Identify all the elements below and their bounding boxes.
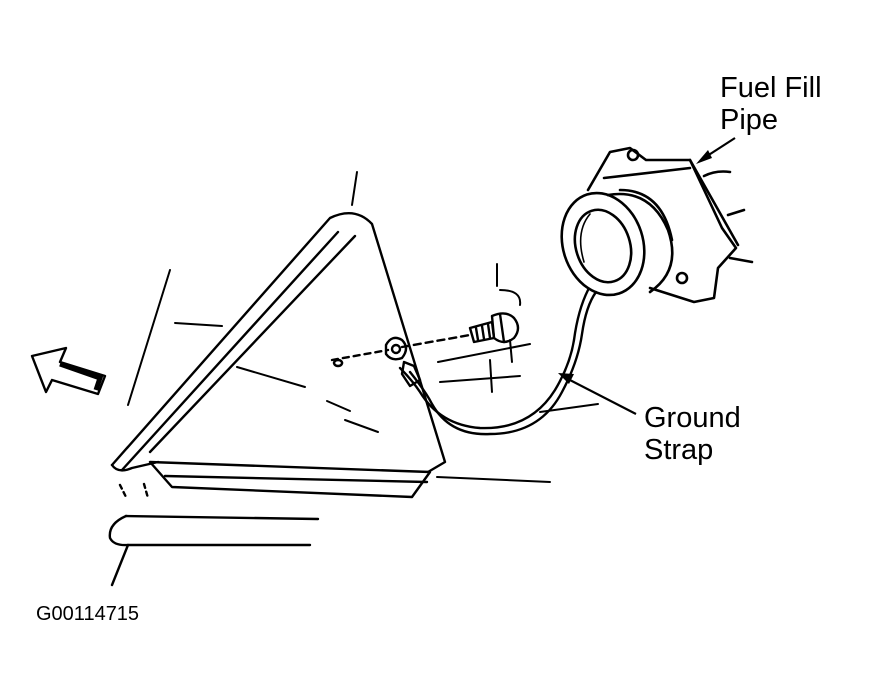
triangular-panel <box>110 212 447 499</box>
ground-bolt <box>384 312 520 361</box>
callout-fuel-fill-pipe: Fuel Fill Pipe <box>720 72 822 136</box>
callout-fuel-fill-pipe-line-1: Fuel Fill <box>720 72 822 104</box>
fuel-fill-pipe <box>560 146 754 304</box>
forward-arrow-icon <box>30 346 107 396</box>
callout-ground-strap-line-1: Ground <box>644 402 741 434</box>
figure-id: G00114715 <box>36 603 140 625</box>
callout-ground-strap: Ground Strap <box>644 402 741 466</box>
leader-lines <box>558 137 736 415</box>
callout-ground-strap-line-2: Strap <box>644 434 714 466</box>
callout-fuel-fill-pipe-line-2: Pipe <box>720 104 779 136</box>
body-panel-lines <box>127 171 599 483</box>
ground-strap-cable <box>398 288 598 436</box>
lower-rail <box>108 482 320 587</box>
